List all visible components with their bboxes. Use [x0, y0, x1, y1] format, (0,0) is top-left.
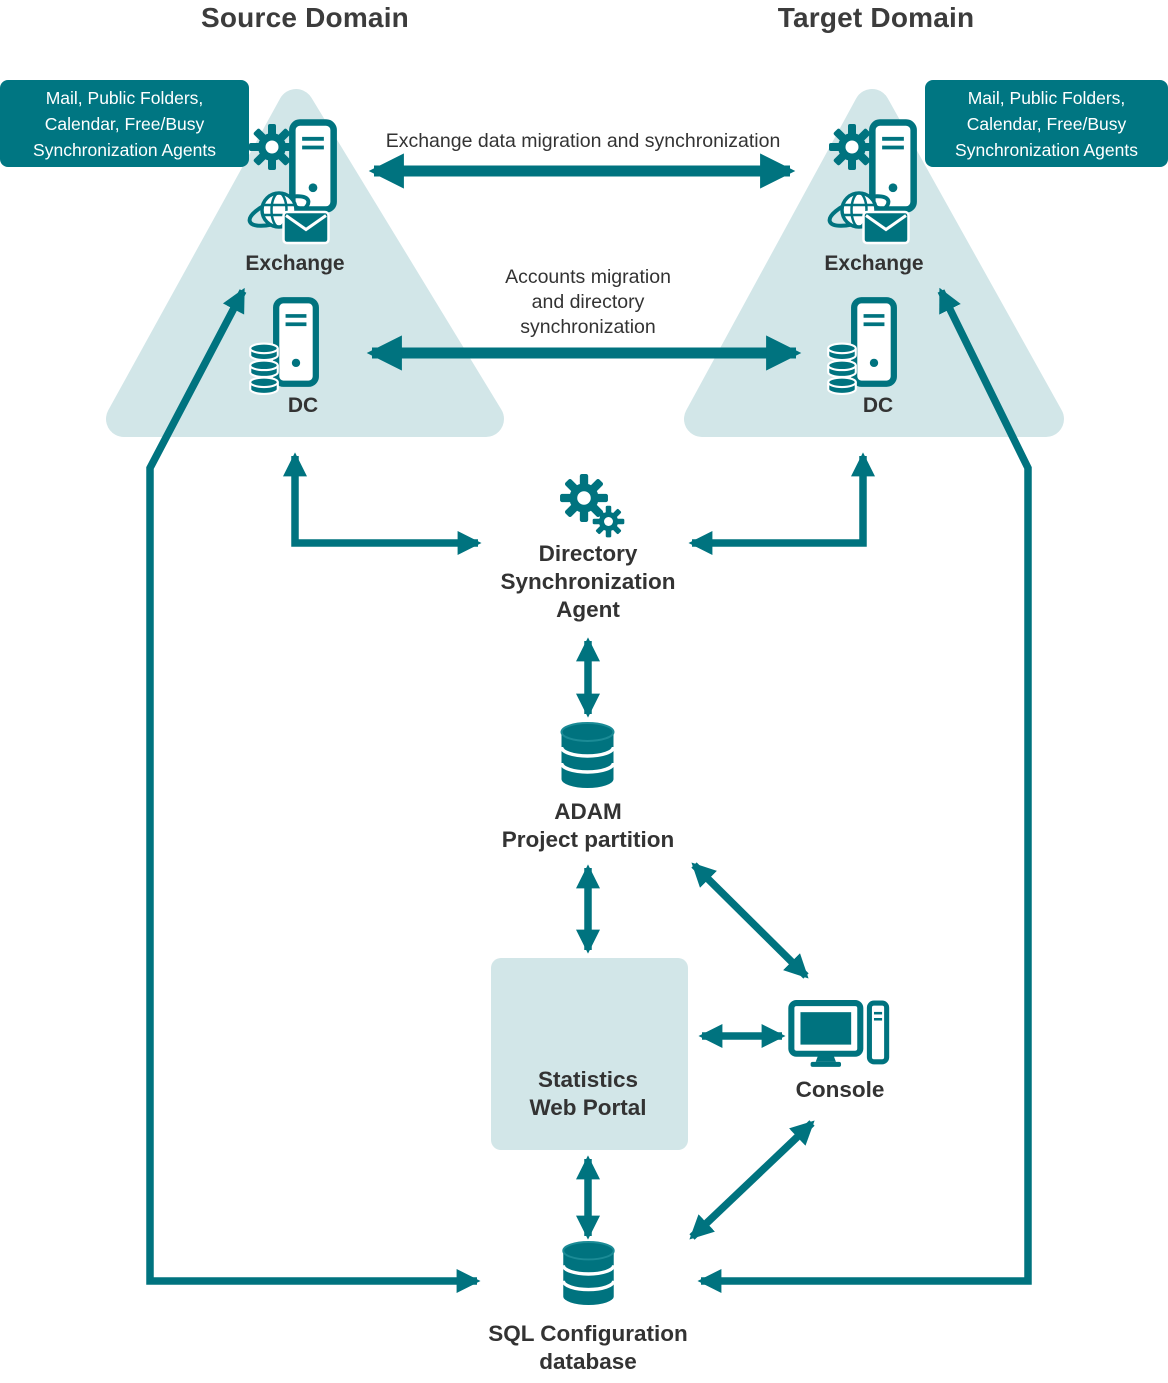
adam-label: ADAM Project partition [502, 798, 675, 854]
target-agents-callout: Mail, Public Folders, Calendar, Free/Bus… [925, 80, 1168, 167]
dsa-line: Directory [538, 541, 638, 566]
arrow-source-exchange-sql [146, 287, 481, 1294]
callout-line: Synchronization Agents [33, 139, 216, 160]
stats-line: Web Portal [529, 1095, 647, 1120]
source-domain-title: Source Domain [201, 2, 409, 33]
callout-line: Calendar, Free/Busy [966, 113, 1127, 134]
directory-sync-agent-icon [560, 474, 625, 538]
source-dc-label: DC [287, 394, 319, 417]
accounts-sync-line: and directory [531, 291, 645, 313]
adam-database-icon [559, 722, 616, 790]
gear-icon [829, 124, 875, 170]
arrow-target-dc-dsa [688, 452, 876, 556]
disk-stack-icon [249, 342, 279, 395]
callout-line: Synchronization Agents [955, 139, 1138, 160]
console-icon [791, 1003, 886, 1067]
disk-stack-icon [827, 342, 857, 395]
arrow-console-sql [689, 1120, 815, 1240]
callout-line: Mail, Public Folders, [45, 87, 204, 108]
accounts-sync-line: synchronization [520, 316, 656, 338]
server-icon [854, 300, 894, 383]
mail-icon [862, 210, 910, 245]
statistics-web-portal-box [491, 958, 688, 1150]
arrow-adam-console [691, 862, 809, 979]
mail-icon [282, 210, 330, 245]
adam-line: ADAM [554, 799, 622, 824]
arrow-source-dc-dsa [282, 452, 482, 556]
gear-small-icon [592, 505, 625, 538]
target-exchange-label: Exchange [824, 252, 924, 275]
callout-line: Calendar, Free/Busy [44, 113, 205, 134]
accounts-sync-line: Accounts migration [505, 266, 671, 288]
exchange-sync-label: Exchange data migration and synchronizat… [385, 130, 781, 152]
target-domain-title: Target Domain [777, 2, 975, 33]
target-dc-label: DC [862, 394, 894, 417]
accounts-sync-label: Accounts migration and directory synchro… [505, 265, 671, 340]
adam-line: Project partition [501, 827, 675, 852]
console-label: Console [795, 1077, 885, 1102]
directory-sync-agent-label: Directory Synchronization Agent [500, 540, 675, 624]
gear-icon [249, 124, 295, 170]
source-exchange-label: Exchange [245, 252, 345, 275]
sql-line: database [539, 1349, 637, 1374]
sql-database-icon [561, 1241, 616, 1307]
arrow-target-exchange-sql [697, 287, 1032, 1294]
sql-database-label: SQL Configuration database [488, 1320, 688, 1376]
dsa-line: Synchronization [500, 569, 676, 594]
dsa-line: Agent [556, 597, 620, 622]
statistics-web-portal-label: Statistics Web Portal [529, 1066, 646, 1122]
server-icon [276, 300, 316, 383]
stats-line: Statistics [537, 1067, 639, 1092]
sql-line: SQL Configuration [488, 1321, 688, 1346]
callout-line: Mail, Public Folders, [967, 87, 1126, 108]
source-agents-callout: Mail, Public Folders, Calendar, Free/Bus… [0, 80, 249, 167]
